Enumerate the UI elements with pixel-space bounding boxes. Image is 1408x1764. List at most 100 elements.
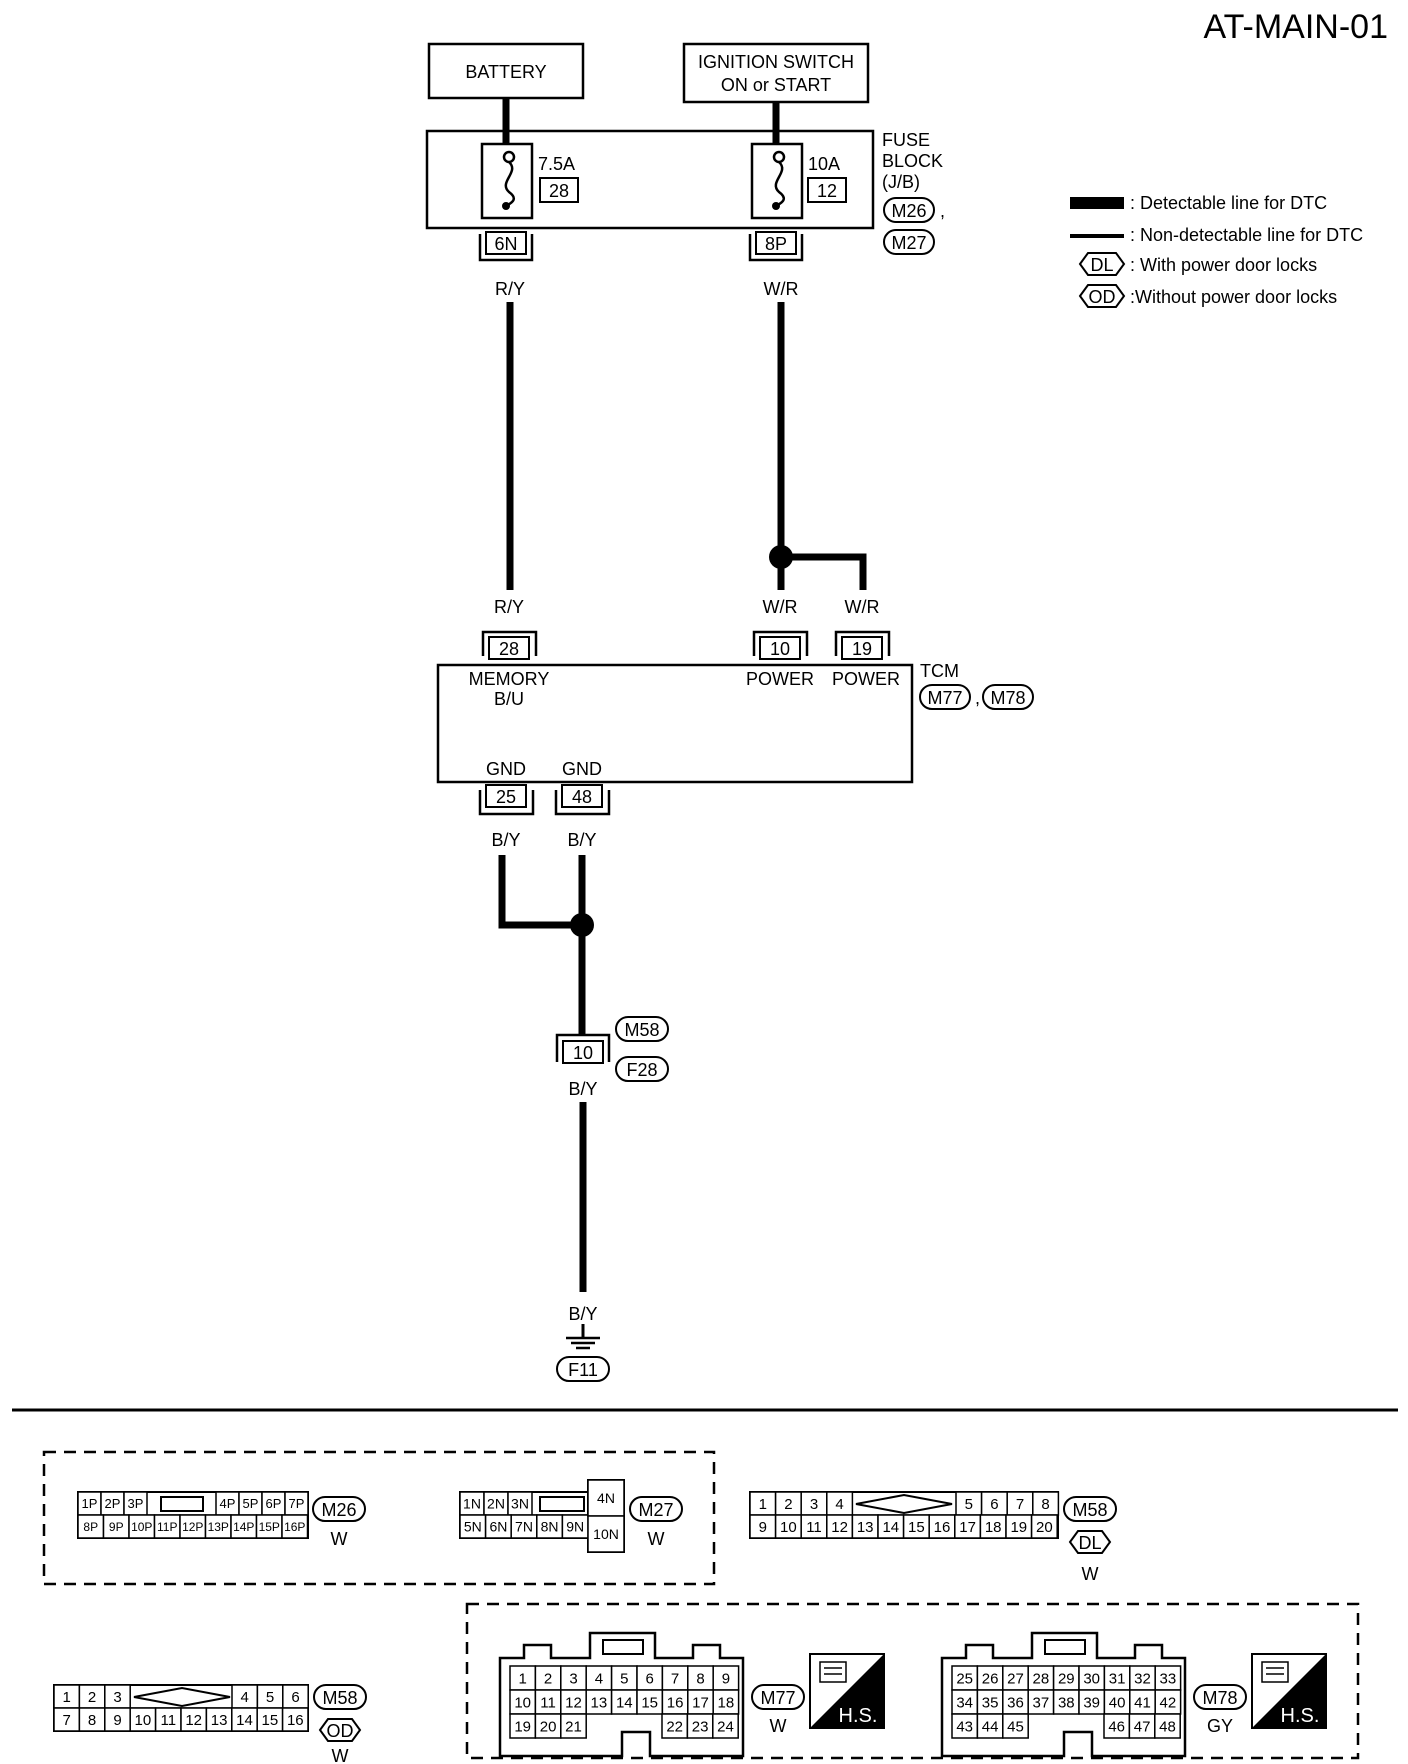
wire-color-wr-top: W/R	[764, 279, 799, 299]
connector-cavity-number: 44	[982, 1718, 999, 1735]
connector-cavity-number: 1N	[463, 1496, 481, 1512]
connector-cavity	[281, 1514, 309, 1539]
connector-cavity-number: 13	[857, 1519, 874, 1536]
wire-color-ry-tcm: R/Y	[494, 597, 524, 617]
connector-cavity	[687, 1689, 714, 1715]
fuse-block-connector-m26: M26	[891, 201, 926, 221]
wire-color-by-joint: B/Y	[568, 1079, 597, 1099]
fuse-28-number: 28	[549, 181, 569, 201]
connector-cavity	[686, 1713, 714, 1739]
connector-cavity	[560, 1713, 587, 1739]
connector-cavity-number: 21	[565, 1718, 582, 1735]
connector-cavity-number: 35	[982, 1694, 999, 1711]
connector-cavity-number: 12	[185, 1712, 202, 1729]
connector-m77-color: W	[770, 1716, 787, 1736]
connector-cavity-number: 12	[831, 1519, 848, 1536]
connector-cavity	[281, 1707, 309, 1732]
connector-cavity-number: 8	[1041, 1496, 1049, 1513]
connector-cavity	[509, 1713, 537, 1739]
connector-cavity-number: 7N	[515, 1519, 533, 1535]
tcm-memory-label-2: B/U	[494, 689, 524, 709]
connector-cavity-number: 11P	[157, 1520, 177, 1534]
ignition-switch-label: IGNITION SWITCH	[698, 52, 854, 72]
tcm-label: TCM	[920, 661, 959, 681]
connector-cavity	[951, 1689, 979, 1715]
connector-cavity-number: 2	[544, 1670, 552, 1687]
connector-cavity	[687, 1665, 714, 1691]
connector-cavity-number: 34	[956, 1694, 973, 1711]
wire-color-wr-tcm-10: W/R	[763, 597, 798, 617]
connector-cavity-number: 16	[287, 1712, 304, 1729]
terminal-8p: 8P	[765, 234, 787, 254]
tcm-separator: ,	[975, 688, 980, 708]
wire-wr-branch	[781, 553, 867, 590]
connector-cavity	[661, 1665, 689, 1691]
connector-cavity	[1027, 1665, 1055, 1691]
connector-cavity-number: 41	[1134, 1694, 1151, 1711]
connector-cavity-number: 39	[1083, 1694, 1100, 1711]
connector-cavity-number: 11	[540, 1694, 556, 1711]
ignition-switch-mode: ON or START	[721, 75, 831, 95]
legend-dl: : With power door locks	[1130, 255, 1317, 275]
diagram-title: AT-MAIN-01	[1203, 8, 1388, 46]
connector-cavity-number: 8N	[541, 1519, 559, 1535]
connector-cavity-number: 6P	[266, 1496, 282, 1511]
connector-cavity-number: 18	[985, 1519, 1002, 1536]
tcm-connector-m78: M78	[990, 688, 1025, 708]
connector-cavity	[560, 1689, 587, 1715]
connector-m26-color: W	[331, 1529, 348, 1549]
connector-cavity-number: 6	[990, 1496, 998, 1513]
connector-cavity	[1103, 1665, 1131, 1691]
connector-cavity	[610, 1689, 638, 1715]
connector-cavity-number: 23	[692, 1718, 709, 1735]
connector-cavity-number: 2P	[105, 1496, 121, 1511]
connector-cavity-number: 1	[759, 1496, 767, 1513]
connector-cavity-number: 6	[291, 1689, 299, 1706]
connector-cavity-number: 5	[266, 1689, 274, 1706]
joint-connector-f28: F28	[626, 1060, 657, 1080]
connector-cavity-number: 2	[88, 1689, 96, 1706]
joint-connector-m58: M58	[624, 1020, 659, 1040]
connector-cavity-number: 15	[641, 1694, 658, 1711]
connector-cavity-number: 20	[540, 1718, 557, 1735]
connector-cavity-number: 12	[565, 1694, 582, 1711]
tcm-memory-label: MEMORY	[469, 669, 550, 689]
fuse-block-separator: ,	[940, 201, 945, 221]
connector-cavity-number: 2N	[487, 1496, 505, 1512]
connector-cavity-number: 3	[113, 1689, 121, 1706]
tcm-terminal-48: 48	[572, 787, 592, 807]
connector-cavity-number: 4N	[597, 1490, 615, 1506]
connector-cavity	[585, 1665, 613, 1691]
connector-cavity-number: 10	[514, 1694, 531, 1711]
connector-cavity-number: 4	[595, 1670, 603, 1687]
connector-cavity-number: 11	[161, 1712, 177, 1729]
fuse-block-label-3: (J/B)	[882, 172, 920, 192]
connector-cavity-number: 7P	[289, 1496, 305, 1511]
connector-cavity	[1129, 1665, 1156, 1691]
battery-box	[427, 42, 585, 100]
fuse-28-rating: 7.5A	[538, 154, 575, 174]
connector-cavity-number: 9	[113, 1712, 121, 1729]
joint-terminal-10: 10	[573, 1043, 593, 1063]
connector-cavity-number: 3P	[128, 1496, 144, 1511]
connector-m78-id: M78	[1202, 1688, 1237, 1708]
connector-cavity-number: 13	[591, 1694, 608, 1711]
connector-cavity	[951, 1713, 979, 1739]
connector-cavity-number: 10P	[131, 1520, 152, 1534]
connector-cavity-number: 5P	[243, 1496, 259, 1511]
connector-cavity-number: 5	[620, 1670, 628, 1687]
connector-cavity-number: 10	[135, 1712, 152, 1729]
connector-cavity-number: 6	[646, 1670, 654, 1687]
connector-cavity-number: 20	[1036, 1519, 1053, 1536]
connector-cavity-number: 1	[63, 1689, 71, 1706]
wire-color-by-ground: B/Y	[568, 1304, 597, 1324]
connector-cavity-number: 48	[1159, 1718, 1176, 1735]
connector-cavity-number: 3N	[511, 1496, 529, 1512]
wire-color-by-25: B/Y	[491, 830, 520, 850]
wire-color-wr-tcm-19: W/R	[845, 597, 880, 617]
connector-cavity-number: 32	[1134, 1670, 1151, 1687]
